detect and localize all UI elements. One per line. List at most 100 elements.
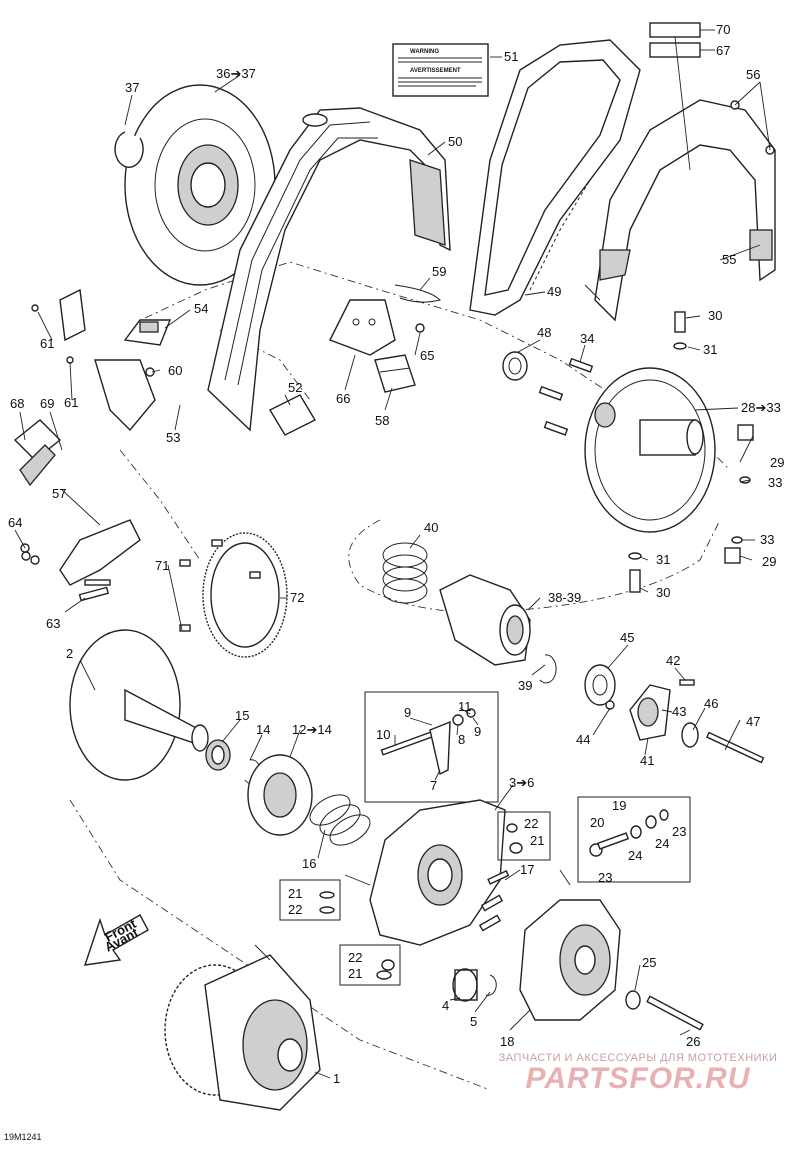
pin-30-bottom [628, 552, 642, 593]
bolt-47 [706, 731, 765, 764]
callout-18: 18 [500, 1034, 514, 1049]
callout-52: 52 [288, 380, 302, 395]
washer-45 [584, 664, 616, 706]
callout-1: 1 [333, 1071, 340, 1086]
watermark: ЗАПЧАСТИ И АКСЕССУАРЫ ДЛЯ МОТОТЕХНИКИ PA… [488, 1052, 788, 1096]
callout-56: 56 [746, 67, 760, 82]
callout-41: 41 [640, 753, 654, 768]
callout-11: 11 [458, 699, 472, 714]
roller-29-bottom [724, 536, 743, 564]
callout-22-b: 22 [288, 902, 302, 917]
cover-41 [629, 684, 671, 741]
roller-29-top [737, 424, 754, 484]
bushing-15 [205, 739, 231, 771]
callout-17: 17 [520, 862, 534, 877]
washer-25 [625, 990, 641, 1010]
callout-69: 69 [40, 396, 54, 411]
callout-44: 44 [576, 732, 590, 747]
circlip-39 [539, 654, 557, 684]
callout-70: 70 [716, 22, 730, 37]
screw-65 [415, 323, 425, 333]
spider-12-14 [247, 754, 313, 836]
front-arrow: Front Avant [83, 914, 149, 966]
callout-23-b: 23 [598, 870, 612, 885]
callout-68: 68 [10, 396, 24, 411]
spring-clip-59 [394, 284, 441, 303]
hinge-58 [374, 354, 416, 393]
bolt-26 [646, 995, 704, 1031]
callout-28-33: 28➔33 [741, 400, 781, 415]
pin-30-top [673, 311, 687, 350]
callout-2: 2 [66, 646, 73, 661]
callout-19: 19 [612, 798, 626, 813]
cam-18 [519, 899, 621, 1021]
warning-title-fr: AVERTISSEMENT [410, 68, 461, 74]
belt-guard-50 [207, 107, 451, 432]
callout-51: 51 [504, 49, 518, 64]
callout-23-a: 23 [672, 824, 686, 839]
callout-12-14: 12➔14 [292, 722, 332, 737]
callout-22-a: 22 [524, 816, 538, 831]
sheave-28-33 [584, 367, 716, 533]
callout-30-a: 30 [708, 308, 722, 323]
callout-65: 65 [420, 348, 434, 363]
callout-66: 66 [336, 391, 350, 406]
callout-33-a: 33 [768, 475, 782, 490]
callout-57: 57 [52, 486, 66, 501]
sheave-36-37 [124, 84, 276, 286]
bolts-34 [538, 357, 594, 436]
callout-55: 55 [722, 252, 736, 267]
studs-71 [179, 539, 261, 632]
callout-15: 15 [235, 708, 249, 723]
bolt-17 [487, 870, 510, 885]
callout-72: 72 [290, 590, 304, 605]
group-box-19-24 [577, 796, 691, 883]
cam-38-39 [439, 574, 531, 666]
callout-34: 34 [580, 331, 594, 346]
callout-29-b: 29 [762, 554, 776, 569]
drive-pulley-1 [164, 954, 321, 1111]
callout-42: 42 [666, 653, 680, 668]
box-21-22-b [279, 879, 341, 921]
spring-16 [309, 794, 371, 846]
callout-24-a: 24 [628, 848, 642, 863]
pad-54 [123, 319, 172, 346]
warning-title: WARNING [410, 49, 439, 55]
ring-gear-72 [202, 532, 288, 658]
callout-59: 59 [432, 264, 446, 279]
washer-44 [605, 700, 615, 710]
clip-68 [13, 419, 62, 487]
callout-25: 25 [642, 955, 656, 970]
fixed-sheave-2 [69, 629, 209, 781]
leader-lines [14, 29, 771, 1079]
box-21-22-c [339, 944, 401, 986]
bushing-4 [452, 968, 478, 1002]
callout-50: 50 [448, 134, 462, 149]
callout-53: 53 [166, 430, 180, 445]
callout-38-39: 38-39 [548, 590, 581, 605]
callout-22-c: 22 [348, 950, 362, 965]
callout-31-b: 31 [656, 552, 670, 567]
callout-45: 45 [620, 630, 634, 645]
callout-36-37: 36➔37 [216, 66, 256, 81]
callout-60: 60 [168, 363, 182, 378]
group-box-7-11 [364, 691, 499, 803]
callout-24-b: 24 [655, 836, 669, 851]
callout-16: 16 [302, 856, 316, 871]
plate-66 [329, 299, 396, 356]
washer-48 [502, 351, 528, 381]
callout-49: 49 [547, 284, 561, 299]
callout-10: 10 [376, 727, 390, 742]
box-21-22-a [497, 811, 551, 861]
callout-48: 48 [537, 325, 551, 340]
callout-21-b: 21 [288, 886, 302, 901]
callout-58: 58 [375, 413, 389, 428]
movable-sheave-3-6 [369, 799, 506, 946]
bracket-assembly-60 [31, 288, 156, 432]
callout-21-a: 21 [530, 833, 544, 848]
callout-47: 47 [746, 714, 760, 729]
callout-20: 20 [590, 815, 604, 830]
callout-8: 8 [458, 732, 465, 747]
